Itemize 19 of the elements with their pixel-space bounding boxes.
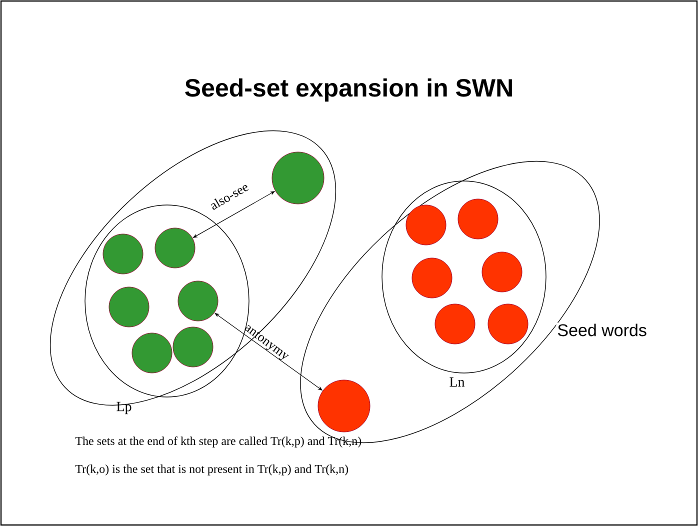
word-circle: [406, 204, 446, 246]
word-circle: [272, 152, 324, 204]
annotation: Seed words: [556, 322, 648, 338]
word-circle: [172, 326, 214, 368]
set-label: Lp: [116, 402, 132, 414]
word-circle: [102, 234, 144, 274]
set-label: Ln: [450, 377, 465, 387]
word-circle: [132, 332, 172, 374]
word-circle: [318, 380, 370, 432]
word-circle: [434, 304, 476, 344]
word-circle: [412, 258, 452, 298]
note: Tr(k,o) is the set that is not present in Tr(k,p) and Tr(k,n): [75, 464, 348, 476]
word-circle: [178, 280, 218, 322]
word-circle: [108, 286, 150, 328]
word-circle: [482, 252, 522, 292]
word-circle: [488, 304, 528, 344]
word-circle: [154, 228, 196, 268]
word-circle: [458, 198, 498, 240]
title: Seed-set expansion in SWN: [185, 78, 512, 102]
